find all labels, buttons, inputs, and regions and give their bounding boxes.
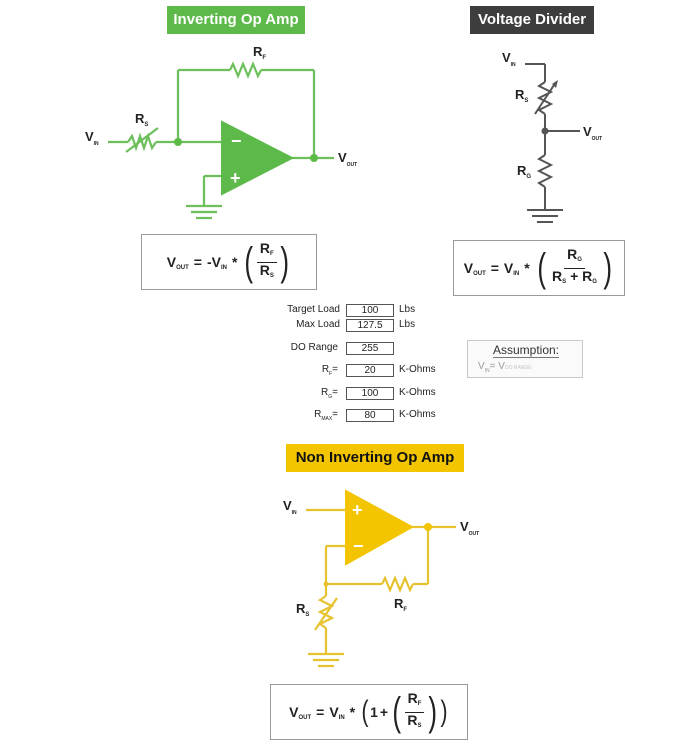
noninverting-output-dot (424, 523, 432, 531)
inverting-vin-label: VIN (85, 129, 99, 147)
divider-vin-label: VIN (502, 50, 516, 68)
noninverting-junction-dot (323, 581, 329, 587)
divider-rg-resistor (536, 154, 554, 188)
formula-fraction: RF RS (404, 690, 425, 734)
noninverting-minus-sign: − (353, 536, 364, 556)
divider-rg-label: RG (517, 163, 531, 180)
formula-denominator: RS (407, 711, 422, 729)
assumption-equation: VIN= VDO RANGE (478, 361, 532, 374)
formula-equals: = (316, 704, 325, 720)
formula-equals: = (193, 254, 202, 270)
noninverting-opamp-triangle (345, 489, 415, 566)
noninverting-rf-resistor (381, 575, 414, 593)
assumption-box: Assumption: VIN= VDO RANGE (467, 340, 583, 378)
target-load-unit: Lbs (399, 304, 416, 315)
inverting-rf-label: RF (253, 44, 266, 61)
target-load-label: Target Load (287, 304, 340, 315)
divider-circuit (525, 63, 580, 223)
inverting-rs-arrow (125, 127, 159, 153)
formula-paren-left: ( (537, 246, 546, 290)
inverting-formula: VOUT = -VIN * ( RF RS ) (141, 234, 317, 290)
formula-paren-outer-right: ) (440, 695, 448, 728)
formula-fraction: RG RS + RG (549, 246, 600, 290)
inverting-rs-label: RS (135, 111, 148, 128)
do-range-input[interactable] (346, 342, 394, 355)
formula-times: * (524, 260, 530, 276)
rmax-unit: K-Ohms (399, 409, 436, 420)
formula-paren-left: ( (392, 690, 402, 734)
formula-vin: VIN (329, 703, 345, 721)
inverting-title: Inverting Op Amp (167, 6, 305, 34)
inverting-circuit (108, 61, 334, 220)
rg-input[interactable] (346, 387, 394, 400)
rg-unit: K-Ohms (399, 387, 436, 398)
formula-neg-vin: -VIN (206, 253, 227, 271)
formula-paren-left: ( (244, 240, 254, 284)
noninverting-rs-arrow (314, 597, 338, 631)
max-load-input[interactable] (346, 319, 394, 332)
rf-unit: K-Ohms (399, 364, 436, 375)
formula-one: 1 (370, 704, 378, 720)
formula-lhs: VOUT (166, 253, 189, 271)
inverting-junction-dot (174, 138, 182, 146)
noninverting-rf-label: RF (394, 596, 407, 613)
divider-rs-resistor (536, 81, 554, 115)
divider-formula: VOUT = VIN * ( RG RS + RG ) (453, 240, 625, 296)
noninverting-plus-sign: + (352, 500, 363, 520)
inverting-opamp-triangle (221, 120, 295, 196)
formula-lhs: VOUT (289, 703, 312, 721)
inverting-rf-resistor (229, 61, 262, 79)
rf-input[interactable] (346, 364, 394, 377)
divider-title: Voltage Divider (470, 6, 594, 34)
noninverting-formula: VOUT = VIN * ( 1 + ( RF RS ) ) (270, 684, 468, 740)
inverting-vout-label: VOUT (338, 150, 357, 168)
formula-numerator: RF (256, 240, 277, 263)
formula-vin: VIN (503, 259, 520, 277)
rmax-input[interactable] (346, 409, 394, 422)
formula-paren-right: ) (427, 690, 437, 734)
rg-label: RG= (321, 387, 338, 400)
formula-lhs: VOUT (463, 259, 486, 277)
formula-equals: = (490, 260, 499, 276)
inverting-plus-sign: + (230, 168, 241, 188)
rf-label: RF= (321, 364, 338, 377)
noninverting-rs-label: RS (296, 601, 309, 618)
inverting-minus-sign: − (231, 131, 242, 151)
formula-paren-right: ) (280, 240, 289, 284)
formula-denominator: RS + RG (552, 267, 597, 285)
formula-paren-right: ) (603, 246, 612, 290)
formula-denominator: RS (259, 261, 274, 279)
max-load-label: Max Load (296, 319, 340, 330)
inverting-rs-resistor (127, 132, 157, 152)
formula-times: * (349, 704, 356, 720)
formula-numerator: RG (564, 246, 585, 269)
noninverting-vout-label: VOUT (460, 519, 479, 537)
formula-plus: + (379, 704, 389, 720)
divider-rs-label: RS (515, 87, 528, 104)
noninverting-circuit (306, 508, 456, 668)
divider-vout-label: VOUT (583, 124, 602, 142)
formula-numerator: RF (404, 690, 425, 713)
formula-paren-outer-left: ( (361, 695, 369, 728)
divider-junction-dot (541, 127, 549, 135)
formula-fraction: RF RS (256, 240, 277, 284)
rmax-label: RMAX= (314, 409, 338, 422)
noninverting-vin-label: VIN (283, 498, 297, 516)
do-range-label: DO Range (290, 342, 338, 353)
divider-rs-arrow (534, 81, 557, 115)
max-load-unit: Lbs (399, 319, 416, 330)
noninverting-rs-resistor (317, 595, 335, 629)
assumption-title: Assumption: (492, 343, 560, 358)
noninverting-title: Non Inverting Op Amp (286, 444, 464, 472)
inverting-output-dot (310, 154, 318, 162)
target-load-input[interactable] (346, 304, 394, 317)
divider-rs-arrowhead (552, 80, 558, 88)
formula-times: * (231, 254, 238, 270)
